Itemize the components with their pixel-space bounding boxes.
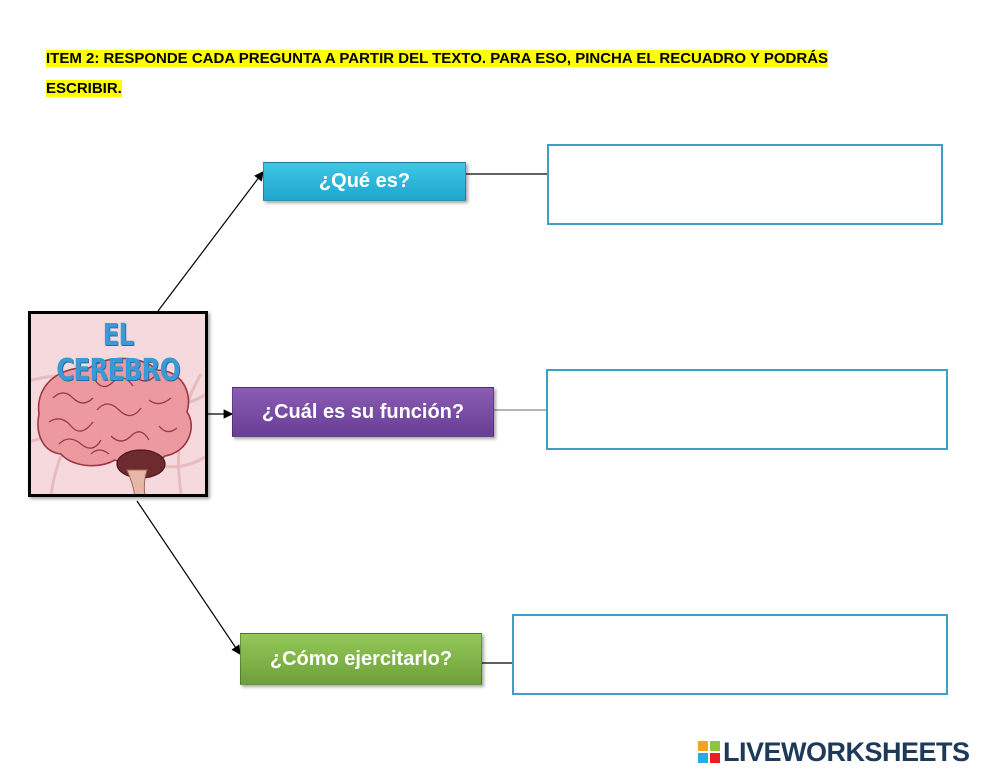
arrow-to-question-3 [136,500,241,655]
question-what-is: ¿Qué es? [263,162,466,201]
brain-image: EL CEREBRO [28,311,208,497]
instruction-text: ITEM 2: RESPONDE CADA PREGUNTA A PARTIR … [46,44,954,104]
answer-field-function[interactable] [546,369,948,450]
liveworksheets-logo-icon [698,741,720,763]
question-exercise: ¿Cómo ejercitarlo? [240,633,482,685]
answer-field-exercise[interactable] [512,614,948,695]
instruction-line-2: ESCRIBIR. [46,80,122,97]
brain-illustration [31,357,205,494]
instruction-line-1: ITEM 2: RESPONDE CADA PREGUNTA A PARTIR … [46,50,829,67]
liveworksheets-brand: LIVEWORKSHEETS [723,736,970,767]
brain-image-title: EL CEREBRO [56,318,180,388]
answer-field-what-is[interactable] [547,144,943,225]
question-exercise-label: ¿Cómo ejercitarlo? [269,647,453,670]
question-function: ¿Cuál es su función? [232,387,494,437]
liveworksheets-logo[interactable]: LIVEWORKSHEETS [698,736,970,768]
question-function-label: ¿Cuál es su función? [261,400,465,423]
question-what-is-label: ¿Qué es? [318,170,411,192]
arrow-to-question-1 [157,171,264,312]
